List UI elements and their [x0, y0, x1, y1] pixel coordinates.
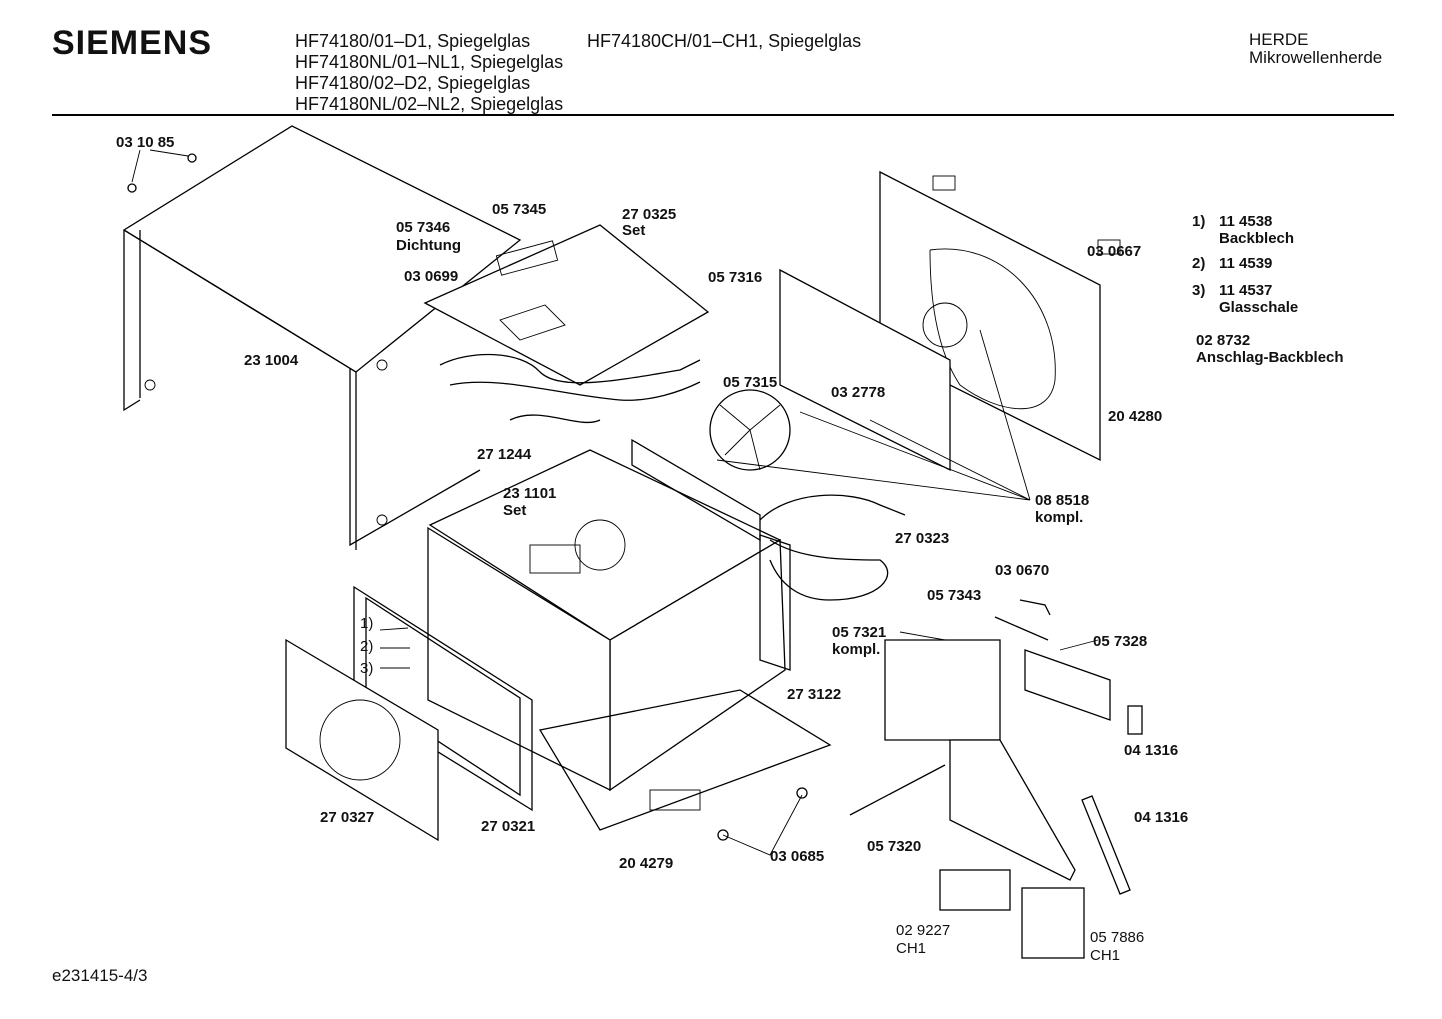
part-label: 05 7343 — [927, 587, 982, 604]
model-line: HF74180/01–D1, Spiegelglas — [295, 31, 531, 51]
part-label: kompl. — [832, 641, 881, 658]
legend-desc: Backblech — [1219, 230, 1295, 247]
outer-door — [285, 638, 439, 842]
legend-part: 11 4538 — [1219, 213, 1273, 230]
part-label: 03 0699 — [404, 268, 459, 285]
fan — [709, 389, 791, 471]
legend-num: 2) — [1192, 255, 1206, 272]
part-label: 27 0323 — [895, 530, 950, 547]
item-marker: 1) — [360, 615, 374, 632]
part-label: 20 4280 — [1108, 408, 1163, 425]
part-label: 03 0667 — [1087, 243, 1142, 260]
part-label: 23 1004 — [244, 352, 299, 369]
oven-cavity — [427, 438, 791, 792]
part-label: 05 7315 — [723, 374, 778, 391]
part-label: 03 0670 — [995, 562, 1050, 579]
header-divider — [52, 114, 1394, 116]
part-label: 27 0321 — [481, 818, 536, 835]
part-label: Set — [622, 222, 646, 239]
legend-num: 3) — [1192, 282, 1206, 299]
part-label: Set — [503, 502, 527, 519]
part-label: 03 0685 — [770, 848, 825, 865]
base-plate — [538, 689, 832, 841]
part-label: 27 0327 — [320, 809, 375, 826]
part-label: 27 3122 — [787, 686, 842, 703]
part-label: 08 8518 — [1035, 492, 1090, 509]
model-line: HF74180NL/02–NL2, Spiegelglas — [295, 94, 564, 114]
part-label: CH1 — [1090, 947, 1121, 964]
back-panel — [779, 170, 1121, 472]
part-label: Dichtung — [396, 237, 461, 254]
part-label: 05 7328 — [1093, 633, 1148, 650]
part-label: 05 7321 — [832, 624, 887, 641]
legend-desc: Glasschale — [1219, 299, 1299, 316]
part-label: 05 7346 — [396, 219, 451, 236]
part-label: 03 2778 — [831, 384, 886, 401]
legend-part: 11 4537 — [1219, 282, 1273, 299]
part-label: 05 7320 — [867, 838, 922, 855]
grill-element — [759, 494, 906, 601]
legend-num: 1) — [1192, 213, 1206, 230]
part-label: 04 1316 — [1134, 809, 1189, 826]
brand-logo: SIEMENS — [52, 24, 213, 62]
part-label: 05 7345 — [492, 201, 547, 218]
category-title: HERDE — [1249, 30, 1309, 49]
outer-casing — [122, 125, 522, 550]
part-label: 02 9227 — [896, 922, 951, 939]
control-parts — [849, 599, 1143, 959]
heater-element — [439, 353, 701, 424]
part-label: CH1 — [896, 940, 927, 957]
legend-part: 11 4539 — [1219, 255, 1273, 272]
part-label: 20 4279 — [619, 855, 674, 872]
part-label: kompl. — [1035, 509, 1084, 526]
leader-lines — [379, 329, 1099, 856]
item-marker: 3) — [360, 660, 374, 677]
model-line: HF74180NL/01–NL1, Spiegelglas — [295, 52, 564, 72]
part-label: 27 1244 — [477, 446, 532, 463]
part-label: 03 10 85 — [116, 134, 175, 151]
part-label: 05 7886 — [1090, 929, 1145, 946]
model-line: HF74180CH/01–CH1, Spiegelglas — [587, 31, 862, 51]
subcategory-title: Mikrowellenherde — [1249, 48, 1383, 67]
model-line: HF74180/02–D2, Spiegelglas — [295, 73, 531, 93]
legend-desc: Anschlag-Backblech — [1196, 349, 1344, 366]
door-frame — [353, 585, 533, 812]
screws — [127, 149, 197, 193]
part-label: 27 0325 — [622, 206, 677, 223]
item-marker: 2) — [360, 638, 374, 655]
legend-part: 02 8732 — [1196, 332, 1251, 349]
part-label: 05 7316 — [708, 269, 763, 286]
part-label: 04 1316 — [1124, 742, 1179, 759]
top-cover — [423, 224, 710, 386]
document-code: e231415-4/3 — [52, 966, 148, 985]
part-label: 23 1101 — [503, 485, 557, 502]
